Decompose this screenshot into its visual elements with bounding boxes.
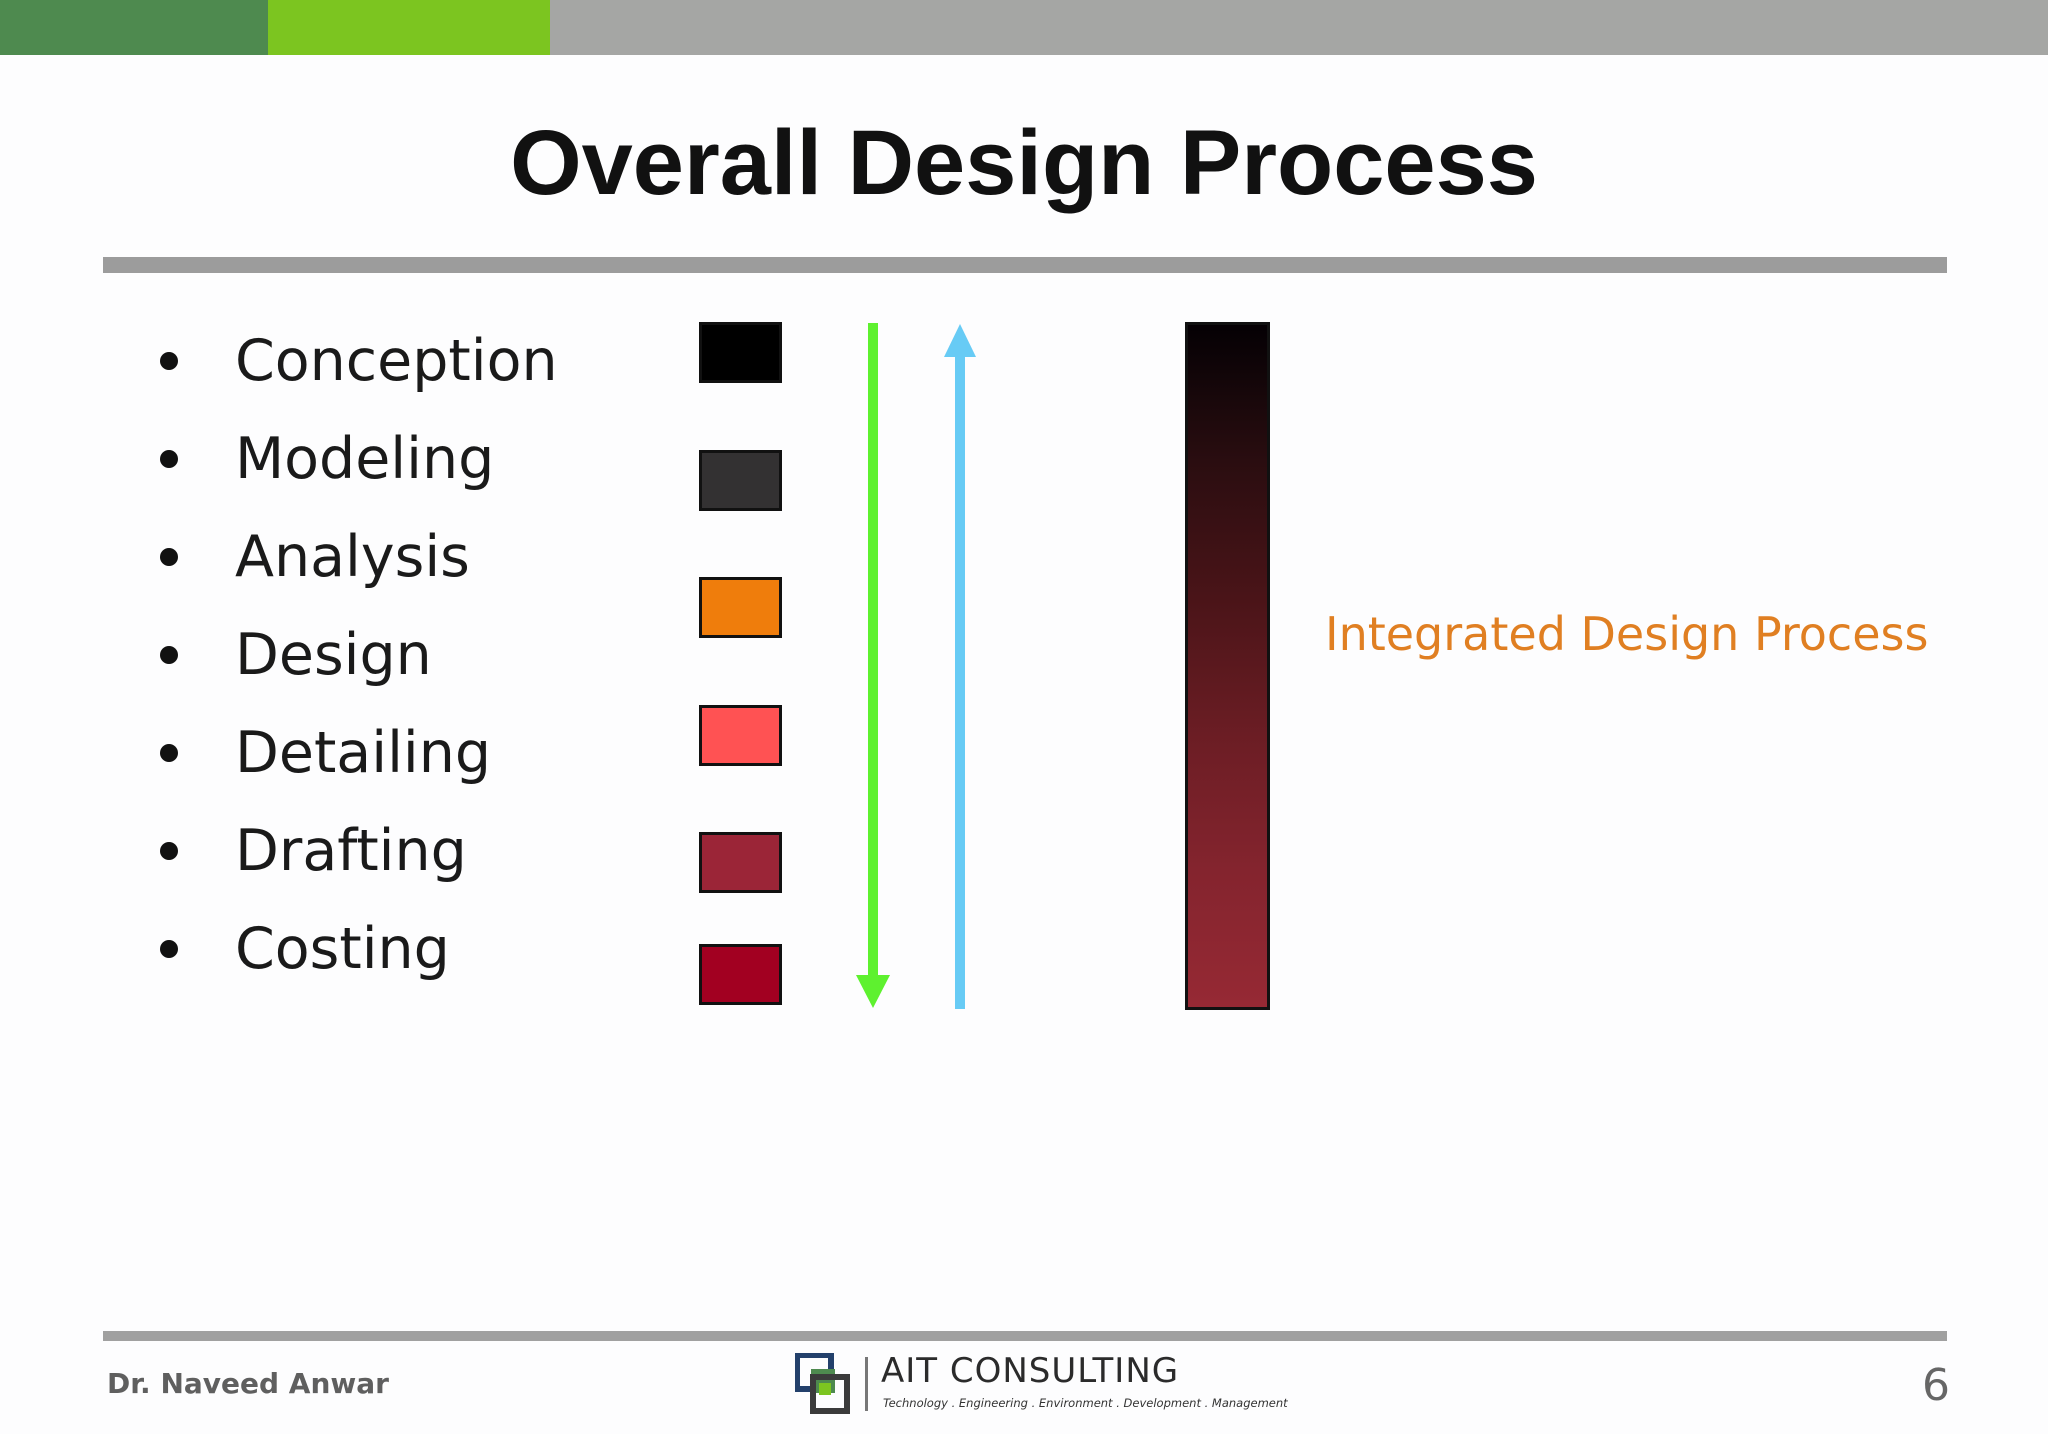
header-band-gray — [550, 0, 2048, 55]
header-band-dark-green — [0, 0, 268, 55]
bullet-icon — [160, 352, 178, 370]
step-label-conception: Conception — [235, 328, 558, 394]
integrated-process-bar — [1185, 322, 1270, 1010]
title-divider — [103, 257, 1947, 273]
bullet-icon — [160, 842, 178, 860]
footer-author: Dr. Naveed Anwar — [107, 1367, 389, 1400]
page-number: 6 — [1922, 1360, 1950, 1411]
logo-divider — [865, 1357, 868, 1411]
bullet-icon — [160, 940, 178, 958]
header-band-light-green — [268, 0, 550, 55]
list-item: Design — [150, 610, 670, 700]
bullet-icon — [160, 548, 178, 566]
up-arrow-icon — [944, 324, 976, 1009]
swatch-costing — [699, 944, 782, 1005]
swatch-conception — [699, 322, 782, 383]
list-item: Conception — [150, 316, 670, 406]
step-label-modeling: Modeling — [235, 426, 495, 492]
integrated-design-process-label: Integrated Design Process — [1325, 607, 1929, 661]
swatch-detailing — [699, 832, 782, 893]
ait-consulting-logo: AIT CONSULTING Technology . Engineering … — [795, 1351, 1288, 1415]
step-label-design: Design — [235, 622, 432, 688]
step-label-detailing: Detailing — [235, 720, 492, 786]
step-label-analysis: Analysis — [235, 524, 470, 590]
step-label-drafting: Drafting — [235, 818, 467, 884]
flow-arrows — [856, 323, 976, 1009]
list-item: Detailing — [150, 708, 670, 798]
logo-tagline: Technology . Engineering . Environment .… — [883, 1396, 1288, 1410]
swatch-modeling — [699, 450, 782, 511]
list-item: Modeling — [150, 414, 670, 504]
swatch-analysis — [699, 577, 782, 638]
bullet-icon — [160, 744, 178, 762]
swatch-design — [699, 705, 782, 766]
bullet-icon — [160, 450, 178, 468]
list-item: Drafting — [150, 806, 670, 896]
list-item: Costing — [150, 904, 670, 994]
ait-logo-icon — [795, 1353, 850, 1414]
slide-title: Overall Design Process — [510, 112, 1538, 214]
list-item: Analysis — [150, 512, 670, 602]
logo-name: AIT CONSULTING — [881, 1351, 1180, 1391]
step-label-costing: Costing — [235, 916, 450, 982]
bullet-icon — [160, 646, 178, 664]
down-arrow-icon — [856, 323, 890, 1008]
footer-divider — [103, 1331, 1947, 1341]
